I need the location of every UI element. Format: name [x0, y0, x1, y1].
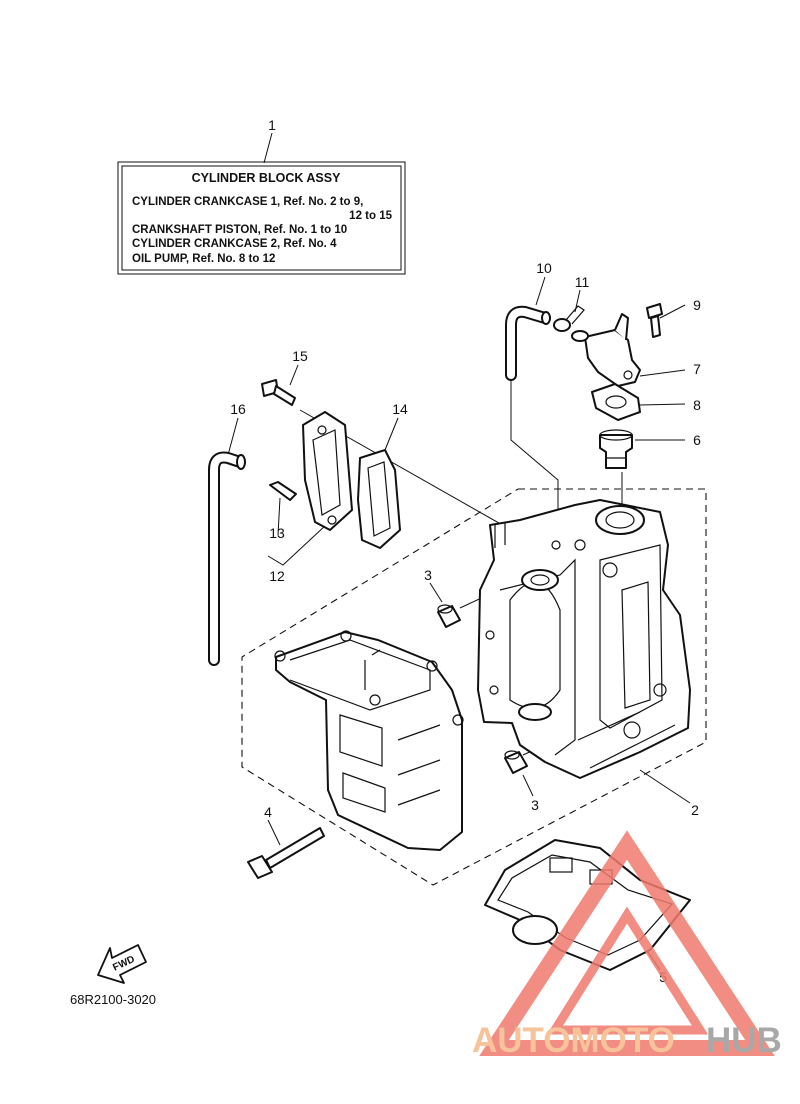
callout-15: 15: [292, 348, 308, 364]
callout-3-lower: 3: [531, 797, 539, 813]
info-box-title: CYLINDER BLOCK ASSY: [192, 171, 342, 185]
hose-10: [505, 305, 551, 381]
callout-10: 10: [536, 260, 552, 276]
callout-14: 14: [392, 401, 408, 417]
long-bolt-4: [247, 827, 325, 879]
bolt-9: [646, 303, 663, 338]
thermostat: [599, 429, 633, 469]
cover-12: [302, 411, 353, 531]
callout-4: 4: [264, 804, 272, 820]
callout-8: 8: [693, 397, 701, 413]
watermark-logo: AUTOMOTO HUB: [472, 830, 782, 1060]
clip-11: [553, 305, 585, 332]
callout-9: 9: [693, 297, 701, 313]
dowel-pin-upper: [437, 604, 461, 628]
thermostat-gasket: [591, 383, 641, 421]
fwd-arrow-icon: FWD: [97, 944, 147, 984]
callout-11: 11: [575, 274, 590, 290]
callout-13: 13: [269, 525, 285, 541]
thermostat-cover: [571, 313, 641, 387]
cylinder-block: [477, 499, 691, 779]
gasket-14: [357, 449, 401, 549]
hose-16: [208, 451, 246, 666]
info-box-line-5: OIL PUMP, Ref. No. 8 to 12: [132, 253, 275, 265]
callout-2: 2: [691, 802, 699, 818]
watermark-text-secondary: HUB: [706, 1021, 782, 1060]
bolt-13: [269, 481, 297, 501]
info-box: CYLINDER BLOCK ASSY CYLINDER CRANKCASE 1…: [117, 161, 406, 275]
callout-12: 12: [269, 568, 285, 584]
leader-lines: [227, 132, 691, 971]
callout-7: 7: [693, 361, 701, 377]
bolt-15: [261, 379, 296, 406]
watermark-triangle-icon: [479, 830, 775, 1056]
assembly-outline: [241, 488, 707, 886]
callout-1: 1: [268, 117, 276, 133]
info-box-line-2: 12 to 15: [349, 210, 392, 222]
watermark-text-primary: AUTOMOTO: [472, 1021, 675, 1060]
dowel-pin-lower: [504, 750, 528, 774]
info-box-line-3: CRANKSHAFT PISTON, Ref. No. 1 to 10: [132, 224, 347, 236]
callout-16: 16: [230, 401, 246, 417]
info-box-line-1: CYLINDER CRANKCASE 1, Ref. No. 2 to 9,: [132, 196, 363, 208]
callout-3-upper: 3: [424, 567, 432, 583]
diagram-code: 68R2100-3020: [70, 992, 156, 1007]
callout-6: 6: [693, 432, 701, 448]
crankcase: [274, 630, 464, 851]
info-box-line-4: CYLINDER CRANKCASE 2, Ref. No. 4: [132, 238, 337, 250]
